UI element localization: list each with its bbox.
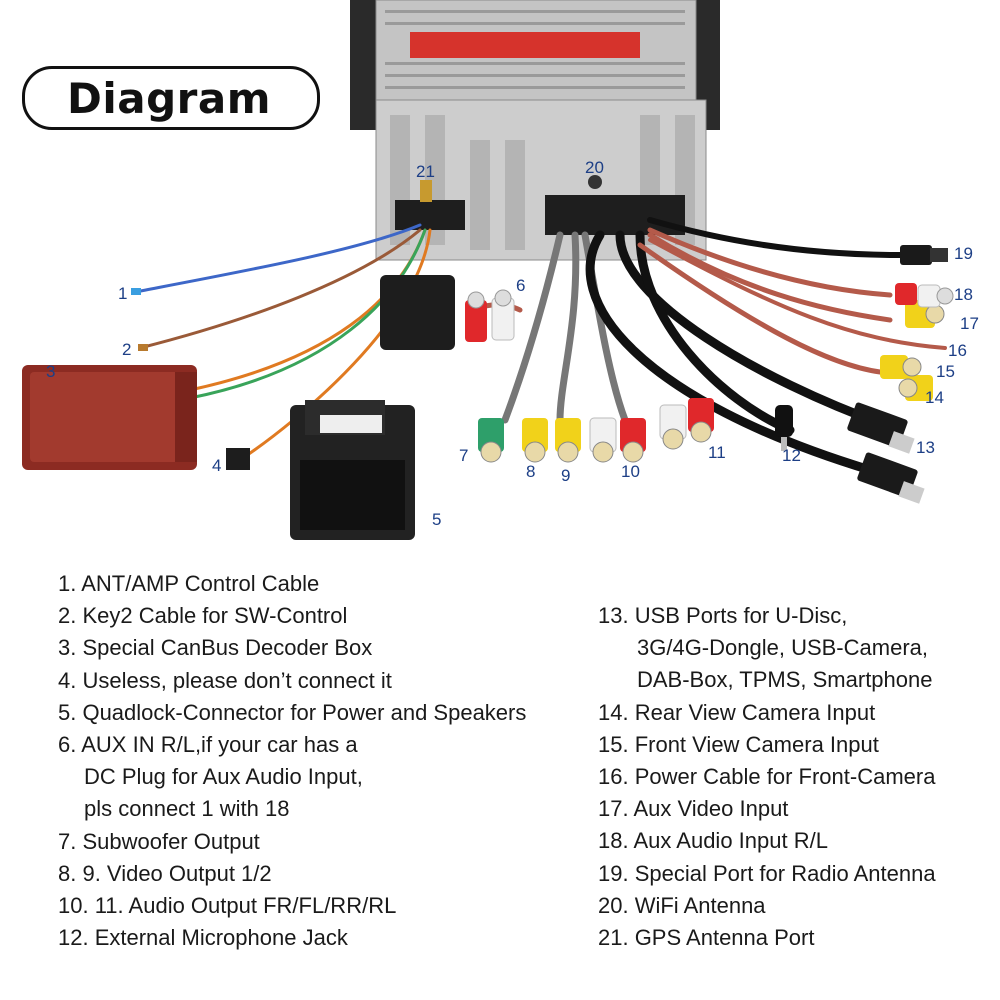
legend-item: 21. GPS Antenna Port bbox=[598, 922, 936, 954]
callout-7: 7 bbox=[459, 446, 468, 466]
legend-item: 15. Front View Camera Input bbox=[598, 729, 936, 761]
legend-item: 7. Subwoofer Output bbox=[58, 826, 526, 858]
legend-item: 1. ANT/AMP Control Cable bbox=[58, 568, 526, 600]
legend-item-continued: 3G/4G-Dongle, USB-Camera, bbox=[598, 632, 936, 664]
diagram-title: Diagram bbox=[67, 74, 271, 123]
legend-item: 6. AUX IN R/L,if your car has a bbox=[58, 729, 526, 761]
legend-item: 13. USB Ports for U-Disc, bbox=[598, 600, 936, 632]
quadlock-connector bbox=[290, 275, 455, 540]
legend-item: 10. 11. Audio Output FR/FL/RR/RL bbox=[58, 890, 526, 922]
rca-outputs bbox=[478, 398, 714, 462]
wiring-diagram: Diagram 1 2 3 4 5 6 7 8 9 10 11 12 13 14… bbox=[0, 0, 1000, 560]
callout-5: 5 bbox=[432, 510, 441, 530]
warning-sticker bbox=[410, 32, 640, 58]
callout-19: 19 bbox=[954, 244, 973, 264]
legend-item: 14. Rear View Camera Input bbox=[598, 697, 936, 729]
callout-4: 4 bbox=[212, 456, 221, 476]
callout-2: 2 bbox=[122, 340, 131, 360]
diagram-title-badge: Diagram bbox=[22, 66, 320, 130]
callout-20: 20 bbox=[585, 158, 604, 178]
callout-8: 8 bbox=[526, 462, 535, 482]
cable-tip-2 bbox=[138, 344, 148, 351]
legend-item-continued: DC Plug for Aux Audio Input, bbox=[58, 761, 526, 793]
callout-18: 18 bbox=[954, 285, 973, 305]
callout-9: 9 bbox=[561, 466, 570, 486]
legend-item: 3. Special CanBus Decoder Box bbox=[58, 632, 526, 664]
legend-item-continued: DAB-Box, TPMS, Smartphone bbox=[598, 664, 936, 696]
small-connector bbox=[226, 448, 250, 470]
callout-6: 6 bbox=[516, 276, 525, 296]
callout-12: 12 bbox=[782, 446, 801, 466]
gps-port bbox=[420, 180, 432, 202]
callout-21: 21 bbox=[416, 162, 435, 182]
multi-socket bbox=[545, 195, 685, 235]
callout-11: 11 bbox=[708, 443, 726, 463]
legend-item: 17. Aux Video Input bbox=[598, 793, 936, 825]
callout-10: 10 bbox=[621, 462, 640, 482]
callout-1: 1 bbox=[118, 284, 127, 304]
callout-15: 15 bbox=[936, 362, 955, 382]
cable-tip-1 bbox=[131, 288, 141, 295]
callout-3: 3 bbox=[46, 362, 55, 382]
legend-right: 13. USB Ports for U-Disc, 3G/4G-Dongle, … bbox=[598, 600, 936, 954]
radio-antenna-port bbox=[900, 245, 948, 265]
callout-16: 16 bbox=[948, 341, 967, 361]
callout-14: 14 bbox=[925, 388, 944, 408]
legend-item: 4. Useless, please don’t connect it bbox=[58, 665, 526, 697]
legend-item: 8. 9. Video Output 1/2 bbox=[58, 858, 526, 890]
legend-item: 12. External Microphone Jack bbox=[58, 922, 526, 954]
legend-item: 18. Aux Audio Input R/L bbox=[598, 825, 936, 857]
legend-item: 19. Special Port for Radio Antenna bbox=[598, 858, 936, 890]
callout-13: 13 bbox=[916, 438, 935, 458]
legend-item: 16. Power Cable for Front-Camera bbox=[598, 761, 936, 793]
rca-pair-aux-in bbox=[465, 290, 514, 342]
power-socket bbox=[395, 200, 465, 230]
legend-item: 5. Quadlock-Connector for Power and Spea… bbox=[58, 697, 526, 729]
callout-17: 17 bbox=[960, 314, 979, 334]
legend-item: 20. WiFi Antenna bbox=[598, 890, 936, 922]
legend-item: 2. Key2 Cable for SW-Control bbox=[58, 600, 526, 632]
usb-ports bbox=[846, 402, 924, 504]
legend-item-continued: pls connect 1 with 18 bbox=[58, 793, 526, 825]
legend-left: 1. ANT/AMP Control Cable 2. Key2 Cable f… bbox=[58, 568, 526, 954]
